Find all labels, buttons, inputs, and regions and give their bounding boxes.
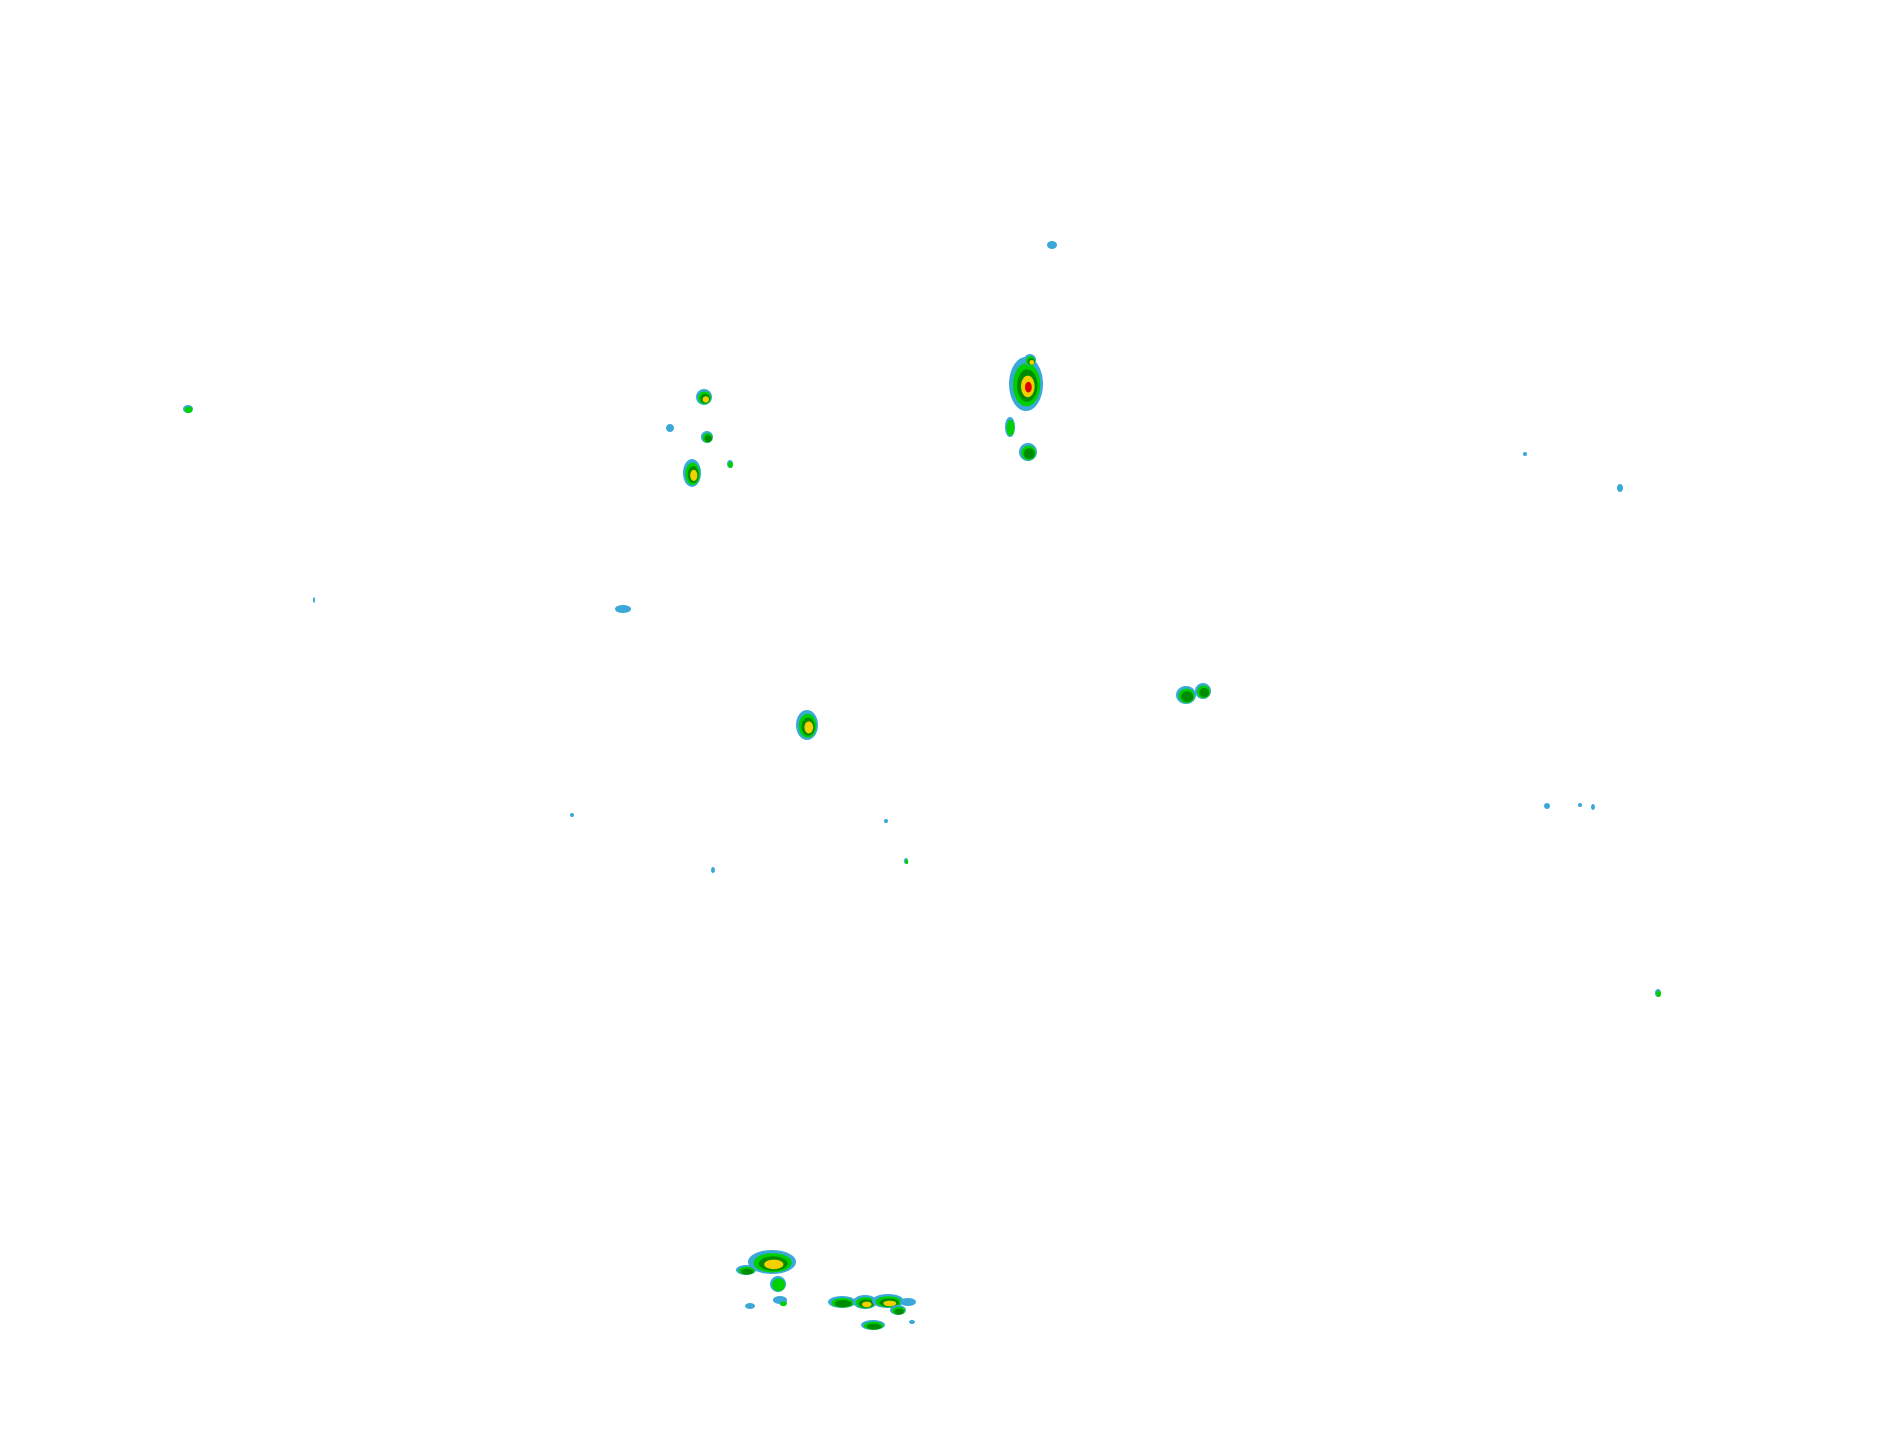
precipitation-cell bbox=[711, 867, 715, 873]
reflectivity-intense bbox=[690, 469, 698, 481]
reflectivity-light bbox=[909, 1320, 915, 1324]
precipitation-cell bbox=[313, 597, 315, 603]
reflectivity-intense bbox=[862, 1301, 872, 1308]
precipitation-cell bbox=[1019, 443, 1037, 461]
reflectivity-heavy bbox=[894, 1308, 904, 1315]
precipitation-cell bbox=[701, 431, 713, 443]
precipitation-cell bbox=[727, 460, 733, 468]
reflectivity-light bbox=[570, 813, 574, 817]
reflectivity-light bbox=[1617, 484, 1623, 492]
precipitation-cell bbox=[861, 1320, 885, 1330]
reflectivity-intense bbox=[883, 1300, 897, 1307]
reflectivity-moderate bbox=[728, 461, 733, 468]
reflectivity-moderate bbox=[780, 1301, 787, 1307]
precipitation-cell bbox=[779, 1300, 787, 1307]
precipitation-cell bbox=[770, 1276, 786, 1292]
reflectivity-heavy bbox=[741, 1268, 754, 1275]
precipitation-cell bbox=[1024, 354, 1036, 366]
precipitation-cell bbox=[748, 1250, 796, 1274]
reflectivity-light bbox=[900, 1298, 916, 1306]
reflectivity-light bbox=[745, 1303, 755, 1309]
precipitation-cell bbox=[570, 813, 574, 817]
reflectivity-intense bbox=[764, 1259, 784, 1270]
precipitation-cell bbox=[745, 1303, 755, 1309]
precipitation-cell bbox=[828, 1296, 856, 1308]
precipitation-cell bbox=[666, 424, 674, 432]
reflectivity-light bbox=[615, 605, 631, 613]
reflectivity-light bbox=[313, 597, 315, 603]
reflectivity-heavy bbox=[704, 435, 712, 443]
precipitation-cell bbox=[884, 819, 888, 823]
reflectivity-light bbox=[711, 867, 715, 873]
precipitation-cell bbox=[1544, 803, 1550, 809]
precipitation-cell bbox=[615, 605, 631, 613]
precipitation-cell bbox=[1591, 804, 1595, 810]
reflectivity-intense bbox=[804, 721, 814, 734]
reflectivity-heavy bbox=[1199, 687, 1209, 698]
precipitation-cell bbox=[1617, 484, 1623, 492]
reflectivity-heavy bbox=[1023, 448, 1035, 459]
reflectivity-severe bbox=[1025, 381, 1032, 393]
reflectivity-heavy bbox=[867, 1323, 882, 1330]
precipitation-cell bbox=[872, 1294, 904, 1308]
precipitation-cell bbox=[1195, 683, 1211, 699]
reflectivity-light bbox=[1578, 803, 1582, 807]
reflectivity-intense bbox=[1029, 360, 1035, 365]
precipitation-cell bbox=[1009, 357, 1043, 411]
reflectivity-light bbox=[1047, 241, 1057, 249]
precipitation-cell bbox=[900, 1298, 916, 1306]
precipitation-cell bbox=[183, 405, 193, 413]
precipitation-cell bbox=[1655, 989, 1661, 997]
precipitation-cell bbox=[1523, 452, 1527, 456]
reflectivity-intense bbox=[702, 396, 709, 403]
reflectivity-moderate bbox=[905, 859, 909, 865]
precipitation-cell bbox=[683, 459, 701, 487]
precipitation-cell bbox=[853, 1295, 877, 1309]
precipitation-cell bbox=[736, 1265, 756, 1275]
reflectivity-heavy bbox=[1181, 691, 1194, 702]
reflectivity-light bbox=[666, 424, 674, 432]
precipitation-cell bbox=[1578, 803, 1582, 807]
reflectivity-light bbox=[1544, 803, 1550, 809]
reflectivity-light bbox=[884, 819, 888, 823]
reflectivity-heavy bbox=[834, 1300, 852, 1308]
precipitation-cell bbox=[1047, 241, 1057, 249]
reflectivity-moderate bbox=[772, 1278, 785, 1292]
reflectivity-light bbox=[1523, 452, 1527, 456]
precipitation-cell bbox=[904, 858, 909, 865]
reflectivity-moderate bbox=[184, 406, 193, 413]
reflectivity-moderate bbox=[1656, 990, 1661, 997]
precipitation-cell bbox=[1176, 686, 1196, 704]
precipitation-cell bbox=[696, 389, 712, 405]
precipitation-cell bbox=[1005, 417, 1015, 437]
reflectivity-moderate bbox=[1006, 419, 1015, 436]
precipitation-cell bbox=[909, 1320, 915, 1324]
reflectivity-light bbox=[1591, 804, 1595, 810]
precipitation-cell bbox=[890, 1305, 906, 1315]
precipitation-cell bbox=[796, 710, 818, 740]
